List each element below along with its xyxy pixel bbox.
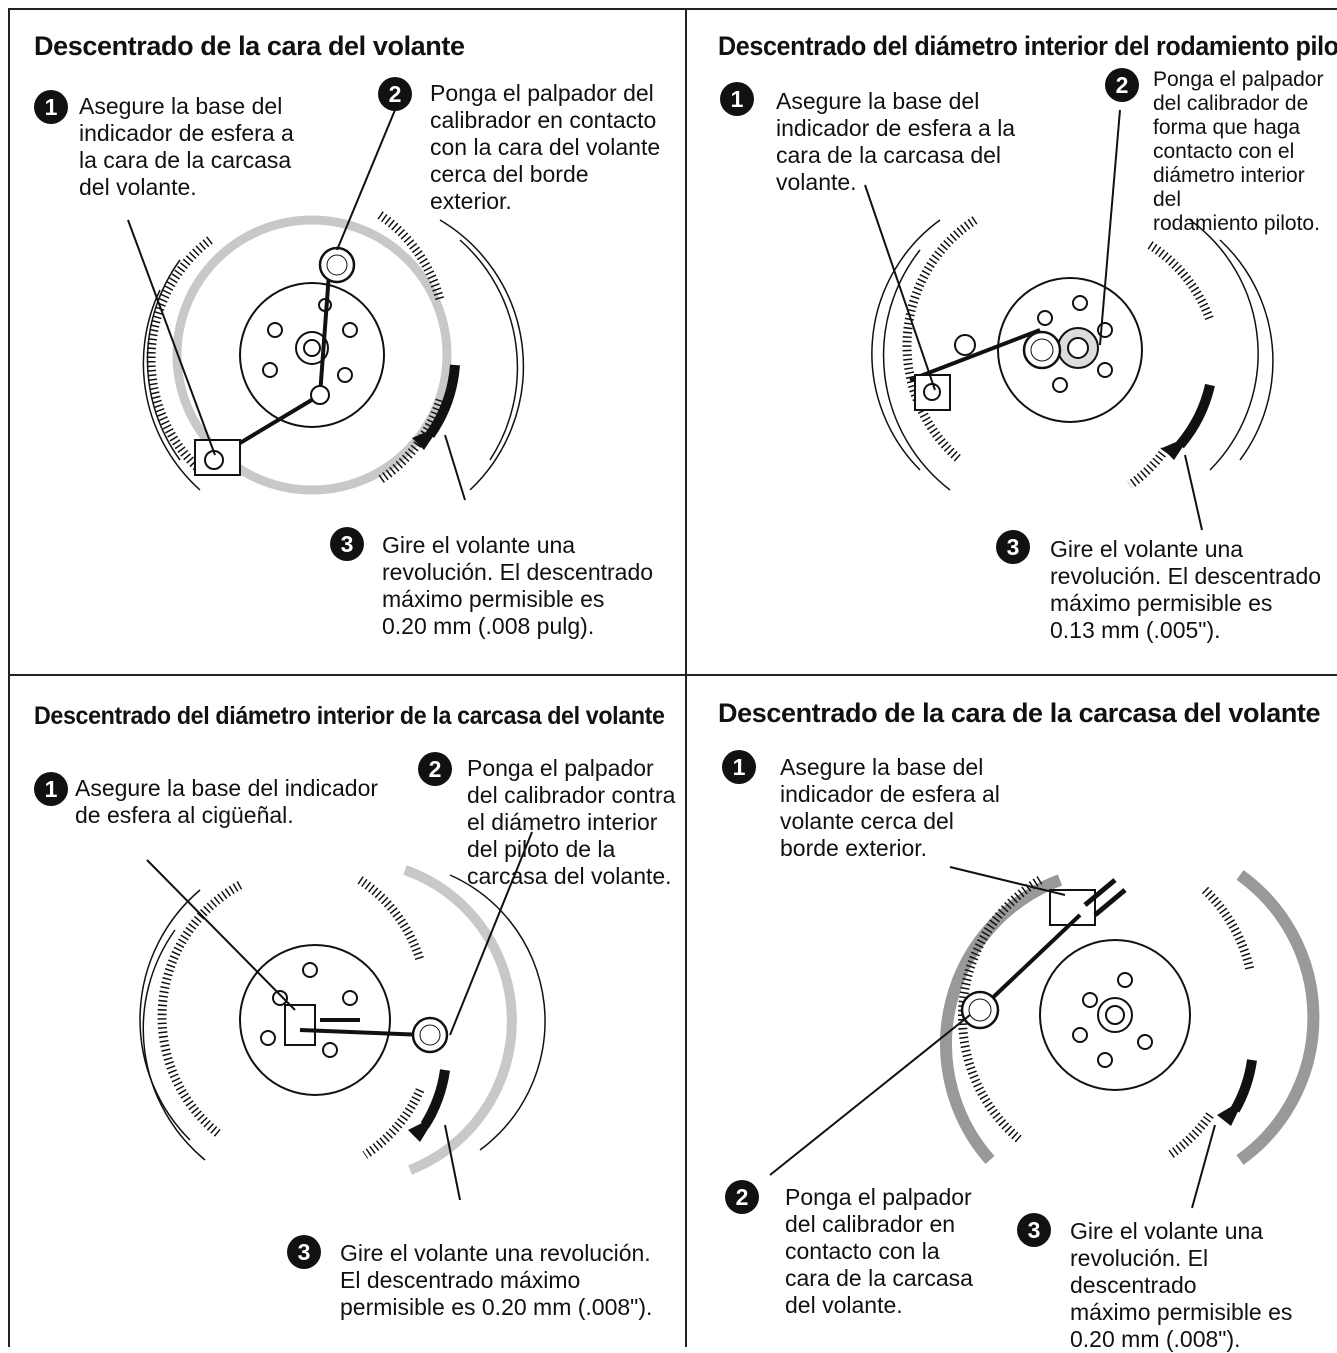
- step-1-text: Asegure la base del indicador de esfera …: [75, 775, 379, 828]
- step-3-badge: 3: [996, 530, 1030, 564]
- frame-left-border: [8, 8, 10, 1347]
- step-1-badge: 1: [720, 82, 754, 116]
- panel-title: Descentrado del diámetro interior de la …: [34, 702, 665, 730]
- panel-title: Descentrado de la cara de la carcasa del…: [718, 698, 1321, 728]
- step-1-text: Asegure la base del indicador de esfera …: [780, 754, 1000, 861]
- step-2-badge: 2: [725, 1180, 759, 1214]
- panel-divider-horizontal: [8, 674, 1337, 676]
- step-2-text: Ponga el palpador del calibrador en cont…: [430, 80, 661, 214]
- step-1-text: Asegure la base del indicador de esfera …: [79, 93, 294, 200]
- step-1-text: Asegure la base del indicador de esfera …: [776, 88, 1016, 195]
- housing-bore-diagram: [139, 831, 546, 1201]
- step-2-text: Ponga el palpador del calibrador contra …: [467, 755, 676, 889]
- step-3-text: Gire el volante una revolución. El desce…: [382, 532, 654, 639]
- pilot-bearing-diagram: [864, 109, 1274, 531]
- step-2-badge: 2: [378, 77, 412, 111]
- step-2-badge: 2: [1105, 68, 1139, 102]
- step-2-text: Ponga el palpador del calibrador de form…: [1153, 68, 1324, 235]
- step-3-badge: 3: [330, 527, 364, 561]
- step-3-text: Gire el volante una revolución. El desce…: [1070, 1218, 1293, 1352]
- housing-face-diagram: [769, 866, 1320, 1209]
- flywheel-face-diagram: [127, 109, 525, 501]
- panel-title: Descentrado de la cara del volante: [34, 31, 465, 61]
- step-2-badge: 2: [418, 752, 452, 786]
- panel-divider-vertical: [685, 8, 687, 1347]
- step-1-badge: 1: [34, 90, 68, 124]
- step-3-badge: 3: [1017, 1213, 1051, 1247]
- step-3-text: Gire el volante una revolución. El desce…: [1050, 536, 1322, 643]
- step-1-badge: 1: [34, 772, 68, 806]
- step-1-badge: 1: [722, 750, 756, 784]
- frame-top-border: [8, 8, 1337, 10]
- panel-title: Descentrado del diámetro interior del ro…: [718, 31, 1337, 61]
- step-3-text: Gire el volante una revolución. El desce…: [340, 1240, 653, 1320]
- step-2-text: Ponga el palpador del calibrador en cont…: [785, 1184, 973, 1318]
- step-3-badge: 3: [287, 1235, 321, 1269]
